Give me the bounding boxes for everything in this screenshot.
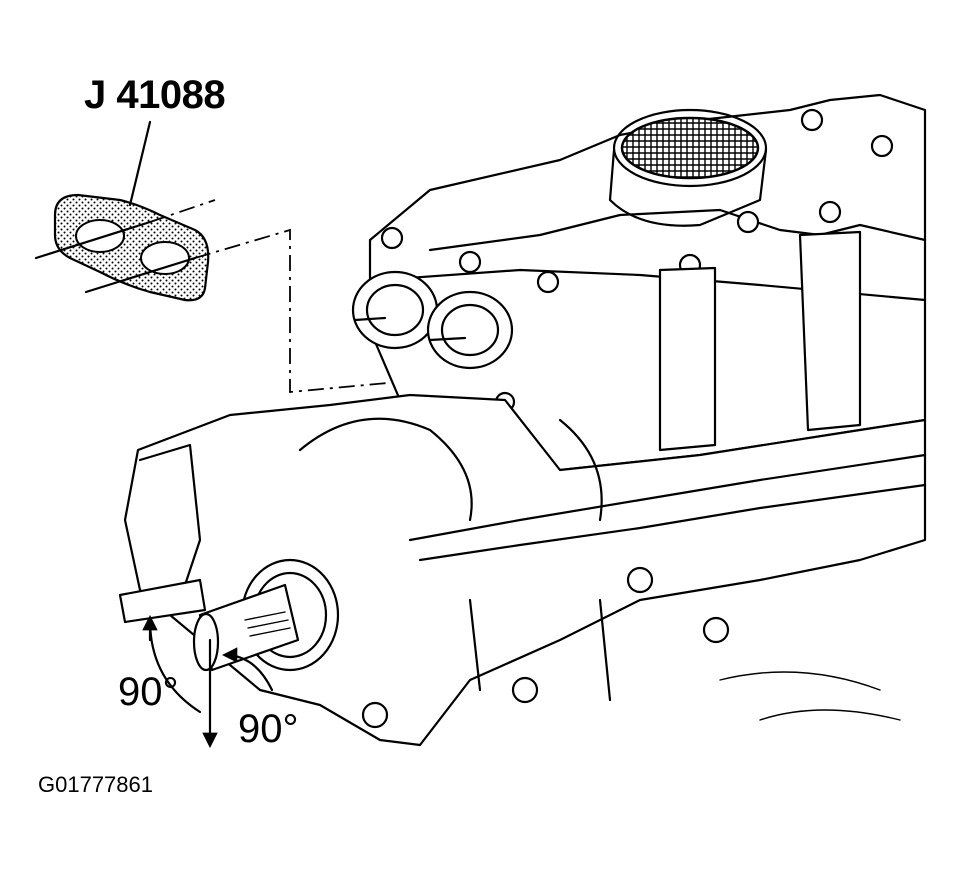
crankshaft-nose [118,558,340,672]
rotation-arrows [142,614,274,749]
tool-label-leader-line [128,120,152,207]
alignment-tool-left-hole [75,219,125,253]
alignment-tool-illustration [34,120,421,393]
angle-label-left: 90° [118,670,179,714]
tool-number-label: J 41088 [84,73,225,117]
figure-id-label: G01777861 [38,772,153,797]
camshaft-journals [351,270,514,370]
alignment-tool-right-hole [140,241,190,275]
engine-block [118,93,927,747]
angle-label-right: 90° [238,707,299,751]
oil-fill-cap [620,116,760,180]
